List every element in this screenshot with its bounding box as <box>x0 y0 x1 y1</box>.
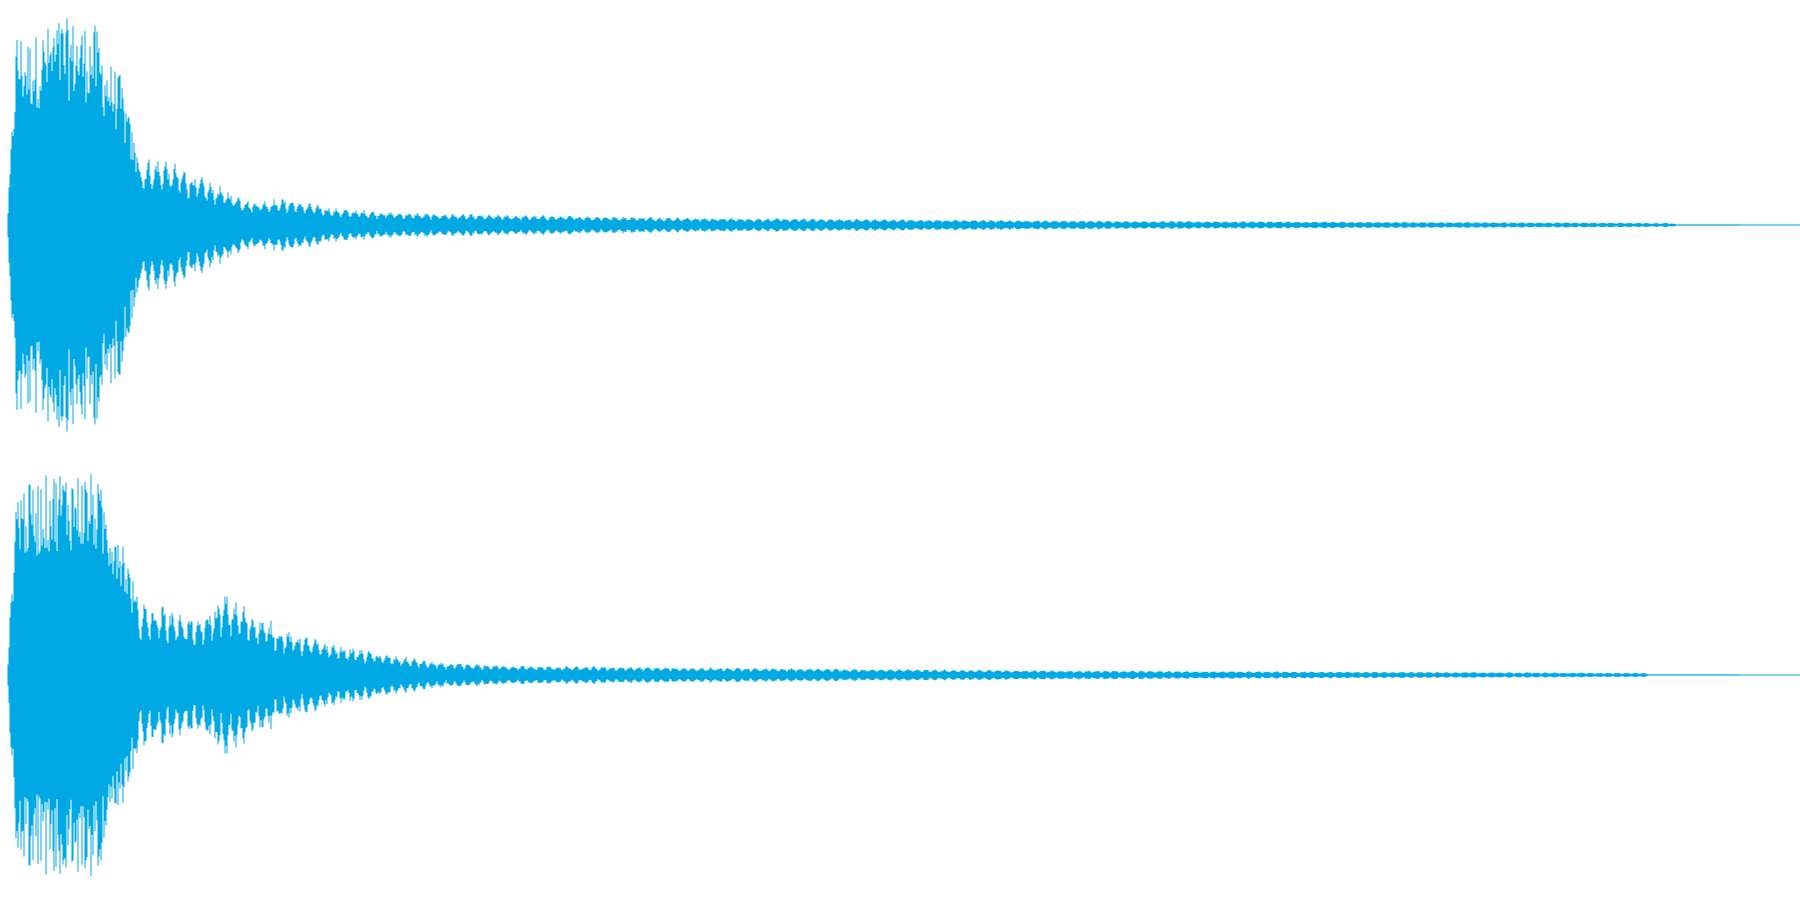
channel-1-signal <box>7 18 1741 432</box>
channel-1-waveform <box>7 18 1800 432</box>
channel-2-waveform <box>7 474 1800 876</box>
channel-2-signal <box>7 474 1741 876</box>
